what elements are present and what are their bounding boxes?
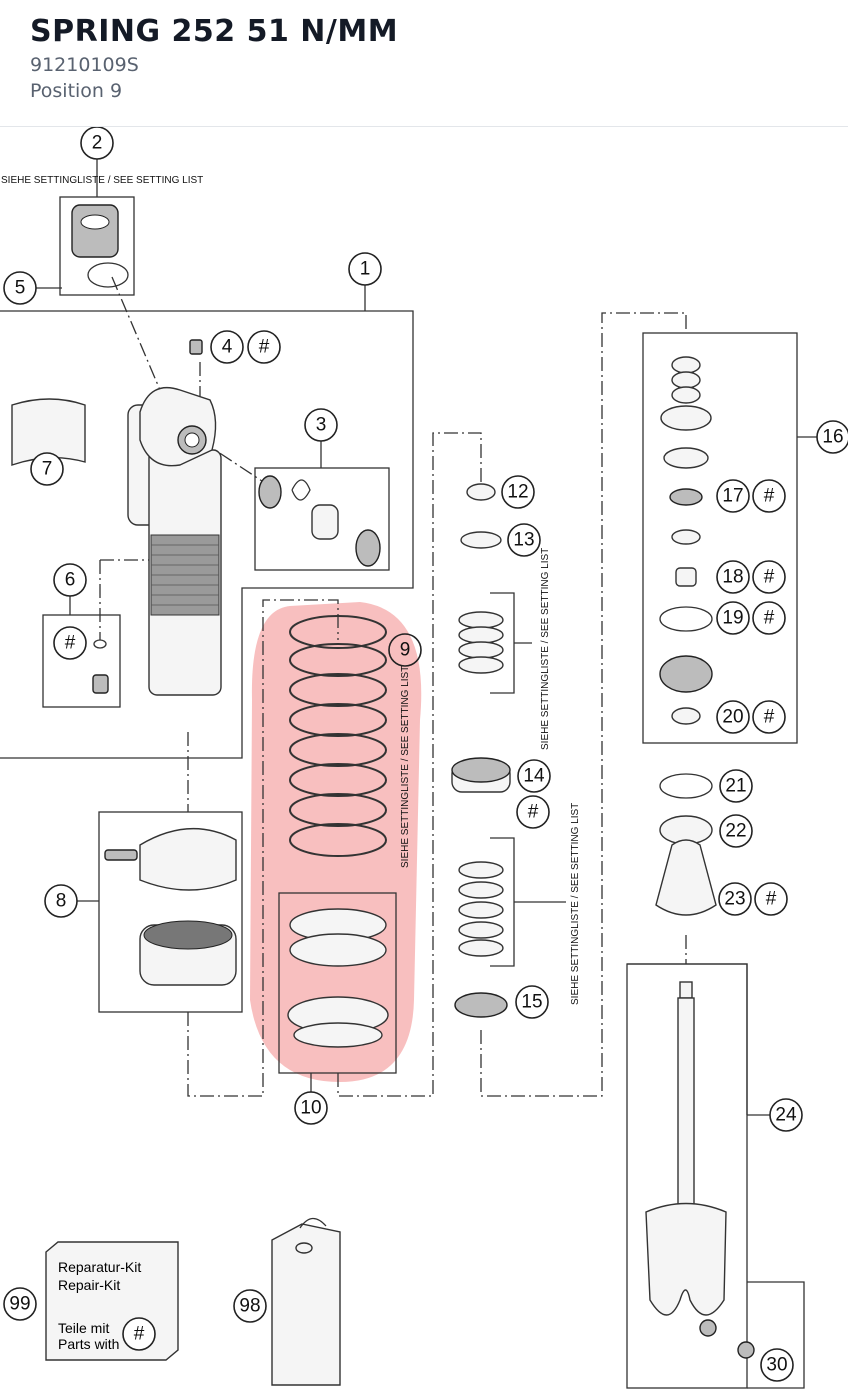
svg-text:#: # [528,802,539,823]
svg-text:#: # [134,1324,145,1345]
svg-text:#: # [65,633,76,654]
callout-16[interactable]: 16 [816,420,848,454]
svg-text:30: 30 [766,1355,787,1376]
hash-badge-repair-kit: # [122,1317,156,1351]
callout-6[interactable]: 6 [53,563,87,597]
adjuster-ring [104,827,237,986]
callout-98[interactable]: 98 [233,1289,267,1323]
callout-3[interactable]: 3 [304,408,338,442]
hash-badge-20: # [752,700,786,734]
repair-kit-line-4: Parts with [58,1336,119,1352]
callout-24[interactable]: 24 [769,1098,803,1132]
callout-12[interactable]: 12 [501,475,535,509]
svg-text:4: 4 [222,337,233,358]
svg-text:#: # [764,707,775,728]
callout-19[interactable]: 19 [716,601,750,635]
part-number: 91210109S [30,54,139,76]
repair-kit-line-1: Reparatur-Kit [58,1259,141,1275]
svg-text:22: 22 [725,821,746,842]
spring-coil [289,615,387,857]
svg-text:99: 99 [9,1294,30,1315]
callout-13[interactable]: 13 [507,523,541,557]
svg-text:24: 24 [775,1105,797,1126]
page-title: SPRING 252 51 N/MM [30,14,399,49]
selected-part-highlight [250,602,422,1082]
valve-cap [92,639,109,694]
damper-body [11,339,222,696]
seal-set [258,475,381,567]
page-header: SPRING 252 51 N/MM 91210109S Position 9 [0,0,848,127]
callout-22[interactable]: 22 [719,814,753,848]
svg-text:7: 7 [42,459,53,480]
svg-text:#: # [764,567,775,588]
hash-badge-14: # [516,795,550,829]
hash-badge-4: # [247,330,281,364]
callout-14[interactable]: 14 [517,759,551,793]
svg-text:17: 17 [722,486,743,507]
svg-text:1: 1 [360,259,371,280]
callout-7[interactable]: 7 [30,452,64,486]
callout-9[interactable]: 9 [388,633,422,667]
svg-text:3: 3 [316,415,327,436]
repair-kit-box: Reparatur-Kit Repair-Kit Teile mit Parts… [45,1241,179,1361]
svg-text:2: 2 [92,133,103,154]
callout-4[interactable]: 4 [210,330,244,364]
svg-text:12: 12 [507,482,528,503]
svg-text:#: # [259,337,270,358]
hash-badge-6: # [53,626,87,660]
svg-text:13: 13 [513,530,534,551]
setting-note-middle: SIEHE SETTINGLISTE / SEE SETTING LIST [540,548,551,750]
spring-seats [287,908,389,1048]
hash-badge-19: # [752,601,786,635]
svg-text:14: 14 [523,766,545,787]
svg-text:16: 16 [822,427,843,448]
callout-10[interactable]: 10 [294,1091,328,1125]
svg-text:10: 10 [300,1098,321,1119]
callout-2[interactable]: 2 [80,127,114,160]
callout-18[interactable]: 18 [716,560,750,594]
callout-17[interactable]: 17 [716,479,750,513]
callout-99[interactable]: 99 [3,1287,37,1321]
callout-8[interactable]: 8 [44,884,78,918]
position-label: Position 9 [30,80,123,102]
piston-parts [645,356,755,1359]
callout-1[interactable]: 1 [348,252,382,286]
hash-badge-23: # [754,882,788,916]
svg-text:19: 19 [722,608,743,629]
svg-text:21: 21 [725,776,746,797]
callout-20[interactable]: 20 [716,700,750,734]
hash-badge-18: # [752,560,786,594]
callout-15[interactable]: 15 [515,985,549,1019]
callout-5[interactable]: 5 [3,271,37,305]
callout-23[interactable]: 23 [718,882,752,916]
svg-text:20: 20 [722,707,743,728]
callout-21[interactable]: 21 [719,769,753,803]
setting-note-spring: SIEHE SETTINGLISTE / SEE SETTING LIST [400,666,411,868]
svg-text:#: # [764,608,775,629]
callout-30[interactable]: 30 [760,1348,794,1382]
exploded-parts-diagram: Reparatur-Kit Repair-Kit Teile mit Parts… [0,127,848,1389]
svg-text:5: 5 [15,278,26,299]
oil-can [271,1217,341,1386]
svg-text:6: 6 [65,570,76,591]
svg-text:#: # [766,889,777,910]
repair-kit-line-2: Repair-Kit [58,1277,120,1293]
setting-note-top: SIEHE SETTINGLISTE / SEE SETTING LIST [1,175,203,186]
svg-text:9: 9 [400,640,411,661]
svg-text:18: 18 [722,567,743,588]
valve-assembly [71,204,129,288]
svg-text:8: 8 [56,891,67,912]
svg-text:23: 23 [724,889,745,910]
svg-text:15: 15 [521,992,542,1013]
svg-text:#: # [764,486,775,507]
setting-note-lower: SIEHE SETTINGLISTE / SEE SETTING LIST [570,803,581,1005]
hash-badge-17: # [752,479,786,513]
svg-text:98: 98 [239,1296,260,1317]
repair-kit-line-3: Teile mit [58,1320,109,1336]
shim-stack-parts [451,483,511,1018]
